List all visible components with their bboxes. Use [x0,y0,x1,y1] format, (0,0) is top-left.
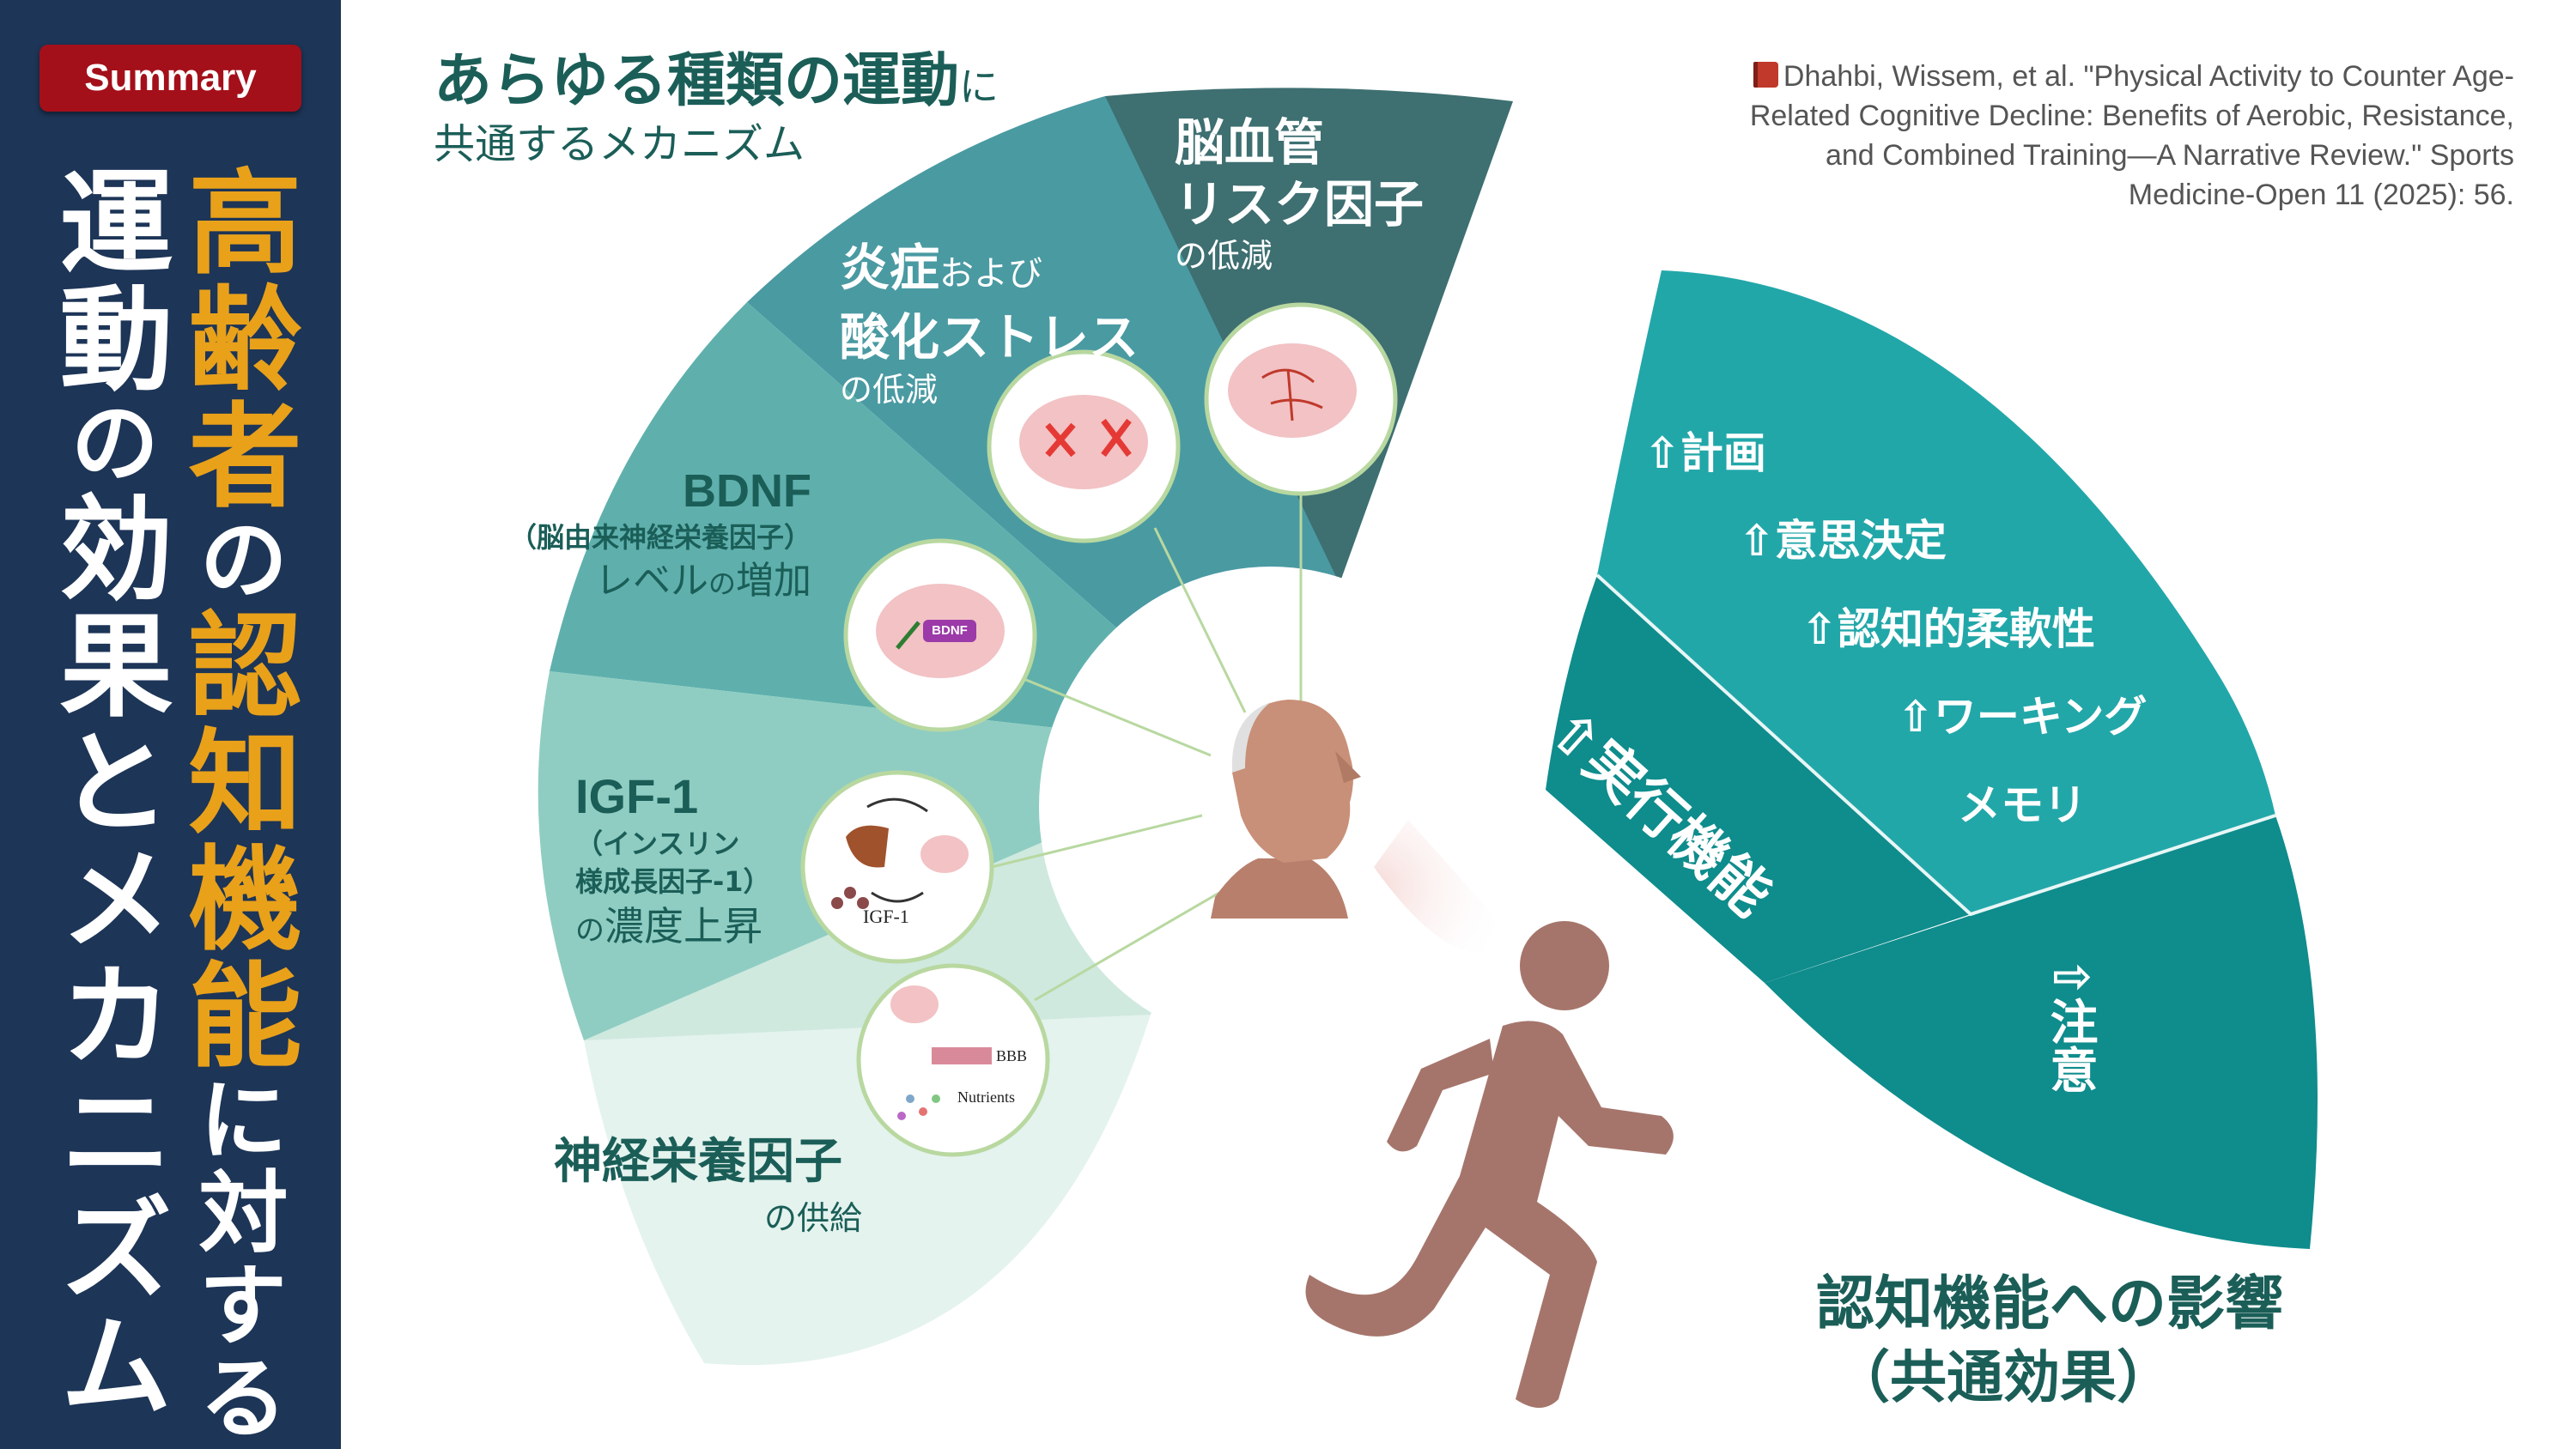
book-icon [1753,62,1778,88]
heading-main-text: あらゆる種類の運動 [434,47,960,115]
citation: Dhahbi, Wissem, et al. "Physical Activit… [1741,57,2514,215]
label-vascular-line1: 脳血管 [1175,113,1325,172]
heading-sub: 共通するメカニズム [434,120,805,168]
title-part-3: 効果とメカニズム [40,489,173,1423]
connector-inflammation [1153,527,1247,713]
summary-badge: Summary [39,45,301,112]
label-igf-title: IGF-1 [575,769,699,823]
label-inflammation-line2: 酸化ストレス [840,308,1139,367]
title-part-5: の [183,513,288,606]
label-bdnf-paren: （脳由来神経栄養因子） [508,521,811,554]
connector-igf [991,814,1203,869]
connector-neuro [1034,891,1220,1002]
runner-icon [1305,921,1674,1408]
heading-main: あらゆる種類の運動に [434,33,999,118]
title-column-1: 運動の効果とメカニズム [40,163,173,1423]
label-igf-sub1: の [575,913,605,948]
title-part-2: の [54,397,159,489]
label-vascular-sub: の低減 [1175,237,1273,275]
label-bdnf-title: BDNF [683,465,811,517]
label-neurotrophic-sub: の供給 [764,1199,863,1237]
wedge-attention [1765,815,2318,1249]
bbb-icon-label: BBB [996,1047,1028,1064]
label-bdnf-sub3: 増加 [736,559,811,603]
view-beam [1374,820,1516,954]
label-igf-paren1: （インスリン [575,828,740,860]
title-part-6: 認知機能 [169,606,301,1073]
citation-text: Dhahbi, Wissem, et al. "Physical Activit… [1749,60,2514,211]
label-igf: IGF-1 （インスリン 様成長因子-1） の濃度上昇 [575,768,771,956]
label-igf-sub2: 濃度上昇 [605,903,762,949]
effect-flexibility: ⇧認知的柔軟性 [1801,604,2095,654]
effect-working: ⇧ワーキング [1898,692,2148,742]
effect-memory: メモリ [1958,780,2087,830]
title-column-2: 高齢者の認知機能に対する [169,163,301,1444]
label-bdnf: BDNF （脳由来神経栄養因子） レベルの増加 [447,464,811,609]
brain-vascular-icon [1204,302,1398,496]
label-igf-paren2: 様成長因子-1） [575,865,771,898]
connector-bdnf [1021,676,1212,757]
effects-caption: 認知機能への影響 [1816,1270,2284,1338]
brain-bdnf-icon [843,538,1037,732]
label-bdnf-sub2: の [708,567,736,600]
effect-planning: ⇧計画 [1644,428,1766,478]
label-vascular: 脳血管 リスク因子 の低減 [1175,112,1424,276]
effect-attention: ⇧注意 [2042,957,2098,1094]
wedge-executive [1546,575,1971,983]
label-inflammation-a: 炎症 [840,239,940,297]
bdnf-icon-label: BDNF [932,623,968,638]
bbb-nutrients-icon [856,963,1050,1157]
igf-icon-label: IGF-1 [863,906,909,927]
elderly-man-icon [1211,700,1361,919]
effects-caption-sub: （共通効果） [1833,1344,2173,1410]
effect-decision: ⇧意思決定 [1739,516,1947,566]
igf-cycle-icon [800,770,994,964]
title-part-1: 運動 [40,163,173,397]
wedge-bdnf [550,302,1255,750]
label-inflammation-sub: の低減 [840,371,939,409]
title-part-7: に対する [183,1073,288,1444]
wedge-subfunctions [1597,270,2275,914]
title-part-4: 高齢者 [169,163,301,513]
label-vascular-line2: リスク因子 [1175,175,1425,233]
label-inflammation-b: および [939,254,1043,294]
nutrients-icon-label: Nutrients [957,1088,1015,1106]
label-neurotrophic: 神経栄養因子 [554,1134,842,1190]
sidebar: Summary 運動の効果とメカニズム 高齢者の認知機能に対する [0,0,341,1449]
heading-suffix: に [959,64,999,110]
label-inflammation: 炎症および 酸化ストレス の低減 [840,236,1139,410]
wedge-divider [1595,573,2276,917]
label-bdnf-sub1: レベル [594,559,708,603]
brain-inflammation-icon [987,349,1181,543]
